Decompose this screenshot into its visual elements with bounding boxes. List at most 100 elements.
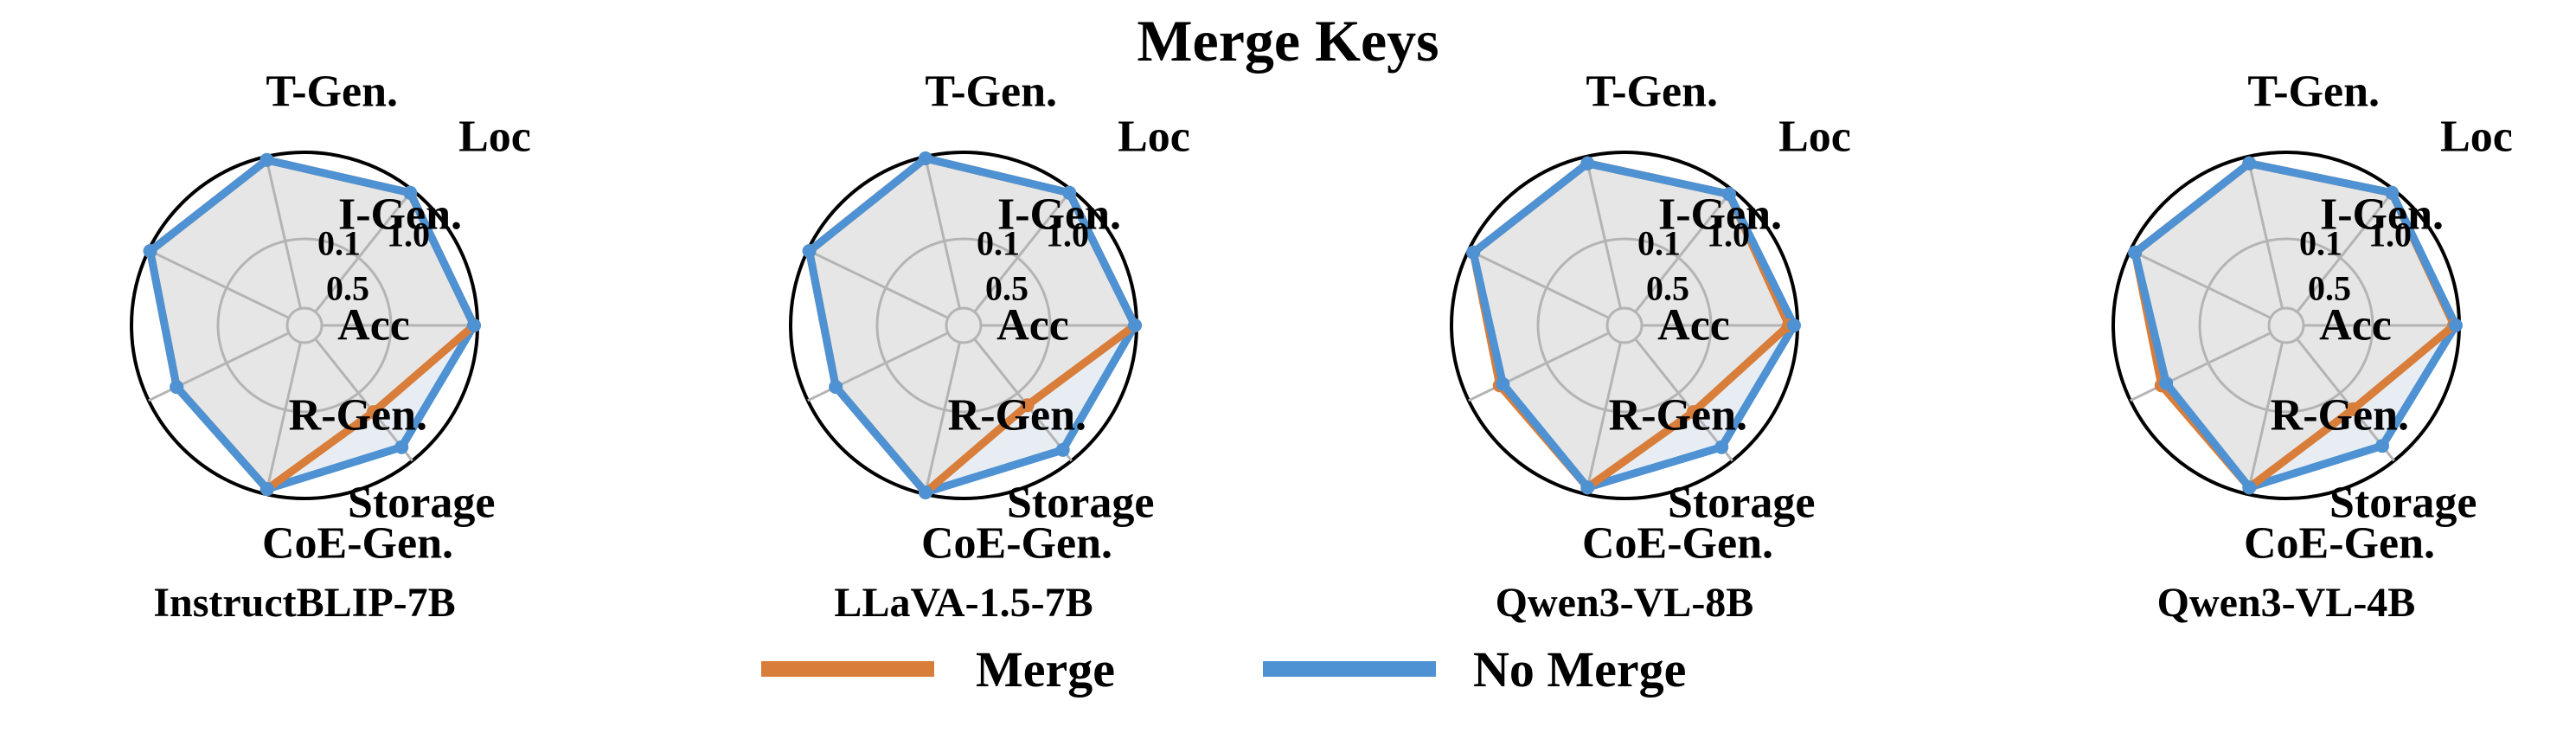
radar-axis-label: R-Gen. (1609, 391, 1747, 440)
radar-axis-label: Loc (1778, 113, 1851, 162)
radar-spoke (1468, 331, 1610, 402)
merge-series-segment (2349, 321, 2458, 414)
radar-panel: AccLocT-Gen.I-Gen.R-Gen.CoE-Gen.Storage0… (2111, 68, 2513, 626)
legend-merge-label: Merge (976, 641, 1115, 698)
radar-axis-label: Acc (2319, 301, 2392, 350)
model-label: Qwen3-VL-4B (2157, 580, 2416, 626)
radar-spoke (973, 189, 1073, 313)
radar-panel: Acc Loc T-Gen. I-Gen. R-Gen. CoE-Gen.Storage 0… (789, 68, 1190, 626)
radar-axis-label: Acc (996, 301, 1069, 350)
radar-panel: AccLocT-Gen.I-Gen.R-Gen.CoE-Gen.Storage0… (130, 68, 531, 626)
no-merge-series-line-top (1469, 159, 1798, 492)
no-merge-point (1714, 440, 1729, 454)
no-merge-point (170, 380, 184, 395)
no-merge-point (260, 152, 274, 167)
radar-tick-label: 0.1 (1637, 224, 1681, 263)
radar-axis-label: Storage (1007, 479, 1154, 528)
no-merge-point (1128, 318, 1142, 332)
radar-axis-label: CoE-Gen. (1582, 519, 1773, 569)
radar-spoke (1634, 338, 1733, 462)
radar-axis-label: I-Gen. (2320, 190, 2444, 240)
radar-spoke (2246, 156, 2284, 309)
merge-series-segment (921, 401, 1032, 497)
radar-tick-label: 0.1 (317, 224, 361, 263)
no-merge-point (829, 380, 843, 395)
no-merge-point (1062, 185, 1077, 200)
radar-axis-label: I-Gen. (997, 190, 1121, 240)
merge-point (366, 405, 381, 420)
no-merge-point (1722, 187, 1736, 202)
no-merge-series-line-top (805, 154, 1139, 497)
merge-point (1020, 398, 1035, 413)
radar-axis-label: Storage (1668, 479, 1815, 528)
merge-series-segment (1023, 321, 1139, 409)
no-merge-series-line-top (146, 156, 478, 493)
no-merge-point (2159, 376, 2174, 390)
radar-panel: AccLocT-Gen.I-Gen.R-Gen.CoE-Gen.Storage0… (1450, 68, 1851, 626)
no-merge-point (2385, 185, 2400, 200)
radar-spoke (265, 156, 302, 309)
radar-axis-label: CoE-Gen. (262, 519, 453, 569)
radar-spoke (2130, 331, 2272, 402)
radar-tick-label: 0.5 (326, 269, 369, 308)
merge-series-segment (369, 321, 478, 416)
radar-tick-label: 0.5 (2308, 269, 2351, 308)
radar-axis-label: Loc (2440, 113, 2513, 162)
no-merge-point (802, 244, 817, 259)
model-label: Qwen3-VL-8B (1496, 580, 1754, 626)
radar-axis-label: Storage (348, 479, 495, 528)
radar-spoke (314, 189, 413, 313)
radar-spoke (1585, 156, 1622, 309)
radar-spoke (2296, 189, 2395, 313)
radar-axis-label: I-Gen. (338, 190, 462, 240)
merge-series-segment (263, 408, 378, 493)
no-merge-point (2449, 318, 2463, 332)
merge-point (2346, 402, 2361, 416)
no-merge-series-line-top (2131, 159, 2460, 492)
radar-spoke (2246, 342, 2284, 495)
radar-axis-label: T-Gen. (925, 68, 1057, 117)
radar-axis-label: R-Gen. (2271, 391, 2409, 440)
radar-tick-label: 0.5 (985, 269, 1028, 308)
merge-series-segment (2245, 405, 2357, 492)
figure-title: Merge Keys (1137, 8, 1439, 74)
radar-spoke (314, 338, 413, 462)
radar-spoke (2130, 248, 2272, 319)
no-merge-point (2375, 439, 2389, 453)
radar-axis-label: T-Gen. (2247, 68, 2380, 117)
radar-tick-label: 1.0 (387, 215, 430, 254)
radar-tick-label: 1.0 (1046, 215, 1089, 254)
radar-merge-area (150, 159, 474, 490)
radar-axis-label: Storage (2329, 479, 2477, 528)
no-merge-point (2242, 480, 2257, 495)
radar-axis-label: Acc (1657, 301, 1730, 350)
no-merge-point (2128, 245, 2143, 260)
radar-axis-label: I-Gen. (1658, 190, 1782, 240)
radar-spoke (148, 248, 290, 319)
radar-spoke (807, 248, 949, 319)
legend-no-merge-label: No Merge (1473, 641, 1686, 698)
radar-spoke (1468, 248, 1610, 319)
radar-tick-label: 0.1 (977, 224, 1020, 263)
merge-series-segment (1689, 321, 1793, 416)
no-merge-point (260, 482, 274, 497)
radar-tick-label: 0.5 (1646, 269, 1689, 308)
radar-spoke (1585, 342, 1622, 495)
no-merge-point (2242, 156, 2257, 170)
radar-spoke (265, 342, 302, 495)
radar-merge-area (1473, 163, 1789, 488)
radar-tick-label: 1.0 (2368, 215, 2412, 254)
no-merge-point (394, 440, 409, 454)
no-merge-point (918, 485, 932, 499)
radar-axis-label: CoE-Gen. (921, 519, 1112, 569)
no-merge-point (1580, 480, 1595, 495)
radar-axis-label: R-Gen. (948, 391, 1086, 440)
radar-axis-label: Loc (458, 113, 531, 162)
no-merge-point (1787, 318, 1801, 332)
radar-axis-label: Loc (1118, 113, 1190, 162)
no-merge-point (1496, 376, 1510, 391)
radar-merge-area (2135, 163, 2454, 488)
radar-axis-label: T-Gen. (266, 68, 398, 117)
no-merge-point (403, 185, 418, 200)
